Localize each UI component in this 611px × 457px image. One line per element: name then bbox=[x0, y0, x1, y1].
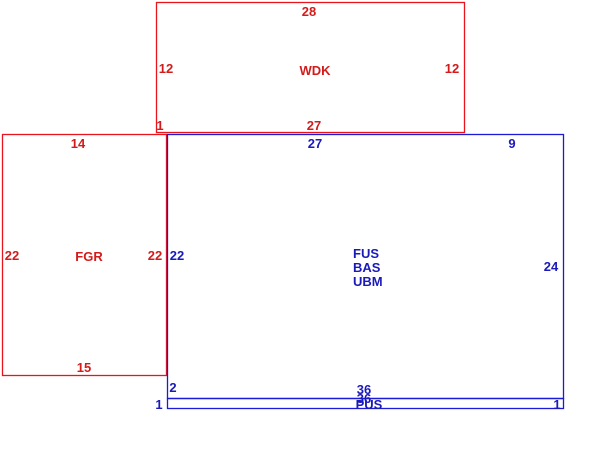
main-dim-top: 27 bbox=[308, 136, 322, 151]
main-code-fus: FUS bbox=[353, 246, 379, 261]
main-dim-top-right: 9 bbox=[508, 136, 515, 151]
main-dim-left: 22 bbox=[170, 248, 184, 263]
wdk-dim-corner: 1 bbox=[156, 118, 163, 133]
wdk-outline bbox=[155, 1, 466, 134]
main-dim-bottom-left: 2 bbox=[169, 380, 176, 395]
fgr-code: FGR bbox=[75, 249, 103, 264]
main-dim-bottom: 36 bbox=[357, 382, 371, 397]
pus-dim-overlap: 36 bbox=[357, 391, 371, 406]
wdk-code: WDK bbox=[299, 63, 331, 78]
fgr-outline bbox=[1, 133, 168, 377]
main-code-bas: BAS bbox=[353, 260, 381, 275]
wdk-dim-top: 28 bbox=[302, 4, 316, 19]
fgr-dim-top: 14 bbox=[71, 136, 86, 151]
pus-code: PUS bbox=[356, 397, 383, 412]
main-dim-right: 24 bbox=[544, 259, 559, 274]
fgr-dim-left: 22 bbox=[5, 248, 19, 263]
wdk-dim-left: 12 bbox=[159, 61, 173, 76]
pus-outline bbox=[166, 397, 565, 410]
main-code-ubm: UBM bbox=[353, 274, 383, 289]
pus-dim-right: 1 bbox=[553, 397, 560, 412]
fgr-dim-right: 22 bbox=[148, 248, 162, 263]
wdk-dim-right: 12 bbox=[445, 61, 459, 76]
pus-dim-left: 1 bbox=[155, 397, 162, 412]
fgr-dim-bottom: 15 bbox=[77, 360, 91, 375]
wdk-dim-bottom: 27 bbox=[307, 118, 321, 133]
